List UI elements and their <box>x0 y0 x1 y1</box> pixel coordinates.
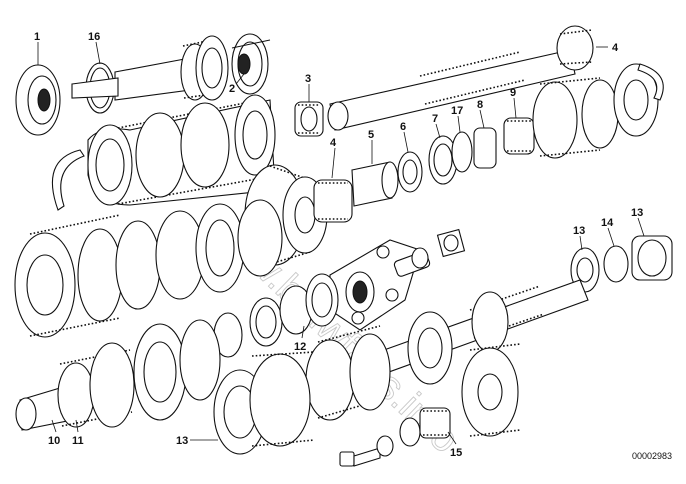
callout-1: 1 <box>34 31 40 43</box>
callout-13-bottom: 13 <box>176 435 188 447</box>
synchro-ring-2 <box>231 33 271 95</box>
callout-12: 12 <box>294 341 306 353</box>
needle-bearing-3 <box>294 101 324 137</box>
lower-center-gears <box>213 343 521 455</box>
callout-14: 14 <box>601 217 614 229</box>
document-number: 00002983 <box>632 451 672 461</box>
callout-4-top: 4 <box>612 42 619 54</box>
sleeve-5 <box>351 161 399 207</box>
callout-leaders <box>37 41 645 445</box>
callout-11: 11 <box>72 435 84 447</box>
main-shaft <box>327 25 594 131</box>
output-shaft <box>299 279 589 421</box>
input-shaft <box>71 35 229 101</box>
callout-6: 6 <box>400 121 406 133</box>
flange-bracket <box>329 228 466 331</box>
countershaft-gear-cluster <box>14 199 283 338</box>
callout-17: 17 <box>451 105 463 117</box>
right-small-parts <box>570 235 673 293</box>
callout-4-mid: 4 <box>330 137 337 149</box>
lower-synchro-pack <box>15 319 221 431</box>
spacer-17 <box>451 131 473 173</box>
callout-16: 16 <box>88 31 100 43</box>
row-two-components <box>313 63 664 223</box>
bearing-stack-12 <box>213 273 339 358</box>
helical-gear-right <box>532 63 664 159</box>
callout-15: 15 <box>450 447 462 459</box>
callout-labels: 1 16 2 3 4 4 5 6 7 17 8 9 13 14 13 12 10… <box>34 31 643 459</box>
bearing-4-mid <box>313 179 353 223</box>
callout-9: 9 <box>510 87 516 99</box>
washer-6 <box>397 151 423 193</box>
bolt-and-washers <box>339 407 451 467</box>
callout-7: 7 <box>432 113 438 125</box>
callout-13-right-b: 13 <box>631 207 643 219</box>
callout-10: 10 <box>48 435 60 447</box>
collar-8 <box>473 127 497 169</box>
snap-ring <box>51 149 85 211</box>
callout-13-right-a: 13 <box>573 225 585 237</box>
bearing-1 <box>15 64 61 136</box>
input-shaft-assembly <box>15 25 594 137</box>
ring-7 <box>428 135 458 185</box>
callout-8: 8 <box>477 99 483 111</box>
callout-2: 2 <box>229 83 235 95</box>
needle-bearing-9 <box>503 117 535 155</box>
callout-5: 5 <box>368 129 374 141</box>
callout-3: 3 <box>305 73 311 85</box>
